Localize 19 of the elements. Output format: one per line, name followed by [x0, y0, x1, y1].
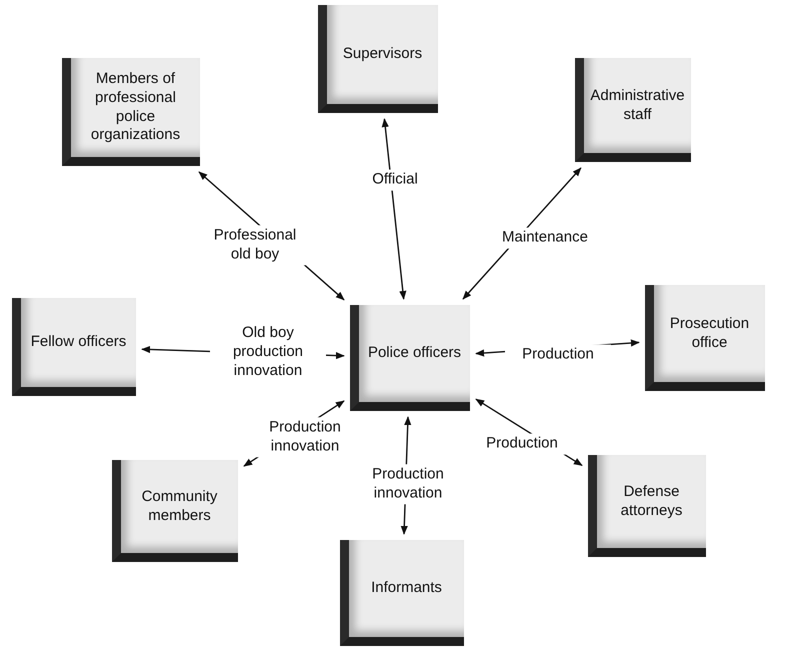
- node-box: [62, 58, 200, 166]
- node-box: [318, 5, 438, 113]
- node-label: Police officers: [368, 344, 462, 363]
- node-label: Prosecution office: [668, 314, 750, 352]
- node-label: Administrative staff: [590, 86, 685, 124]
- connector-arrow: [382, 118, 406, 300]
- node-box: [575, 58, 691, 162]
- node-label: Informants: [371, 579, 442, 598]
- node-box: [12, 298, 136, 396]
- node-label: Defense attorneys: [620, 482, 684, 520]
- node-box: [350, 305, 470, 411]
- node-box: [112, 460, 238, 562]
- node-box: [340, 540, 464, 646]
- node-label: Members of professional police organizations: [90, 70, 182, 145]
- node-box: [588, 455, 706, 557]
- node-label: Fellow officers: [30, 333, 126, 352]
- node-label: Supervisors: [342, 45, 422, 64]
- node-box: [645, 285, 765, 391]
- node-label: Community members: [140, 488, 218, 526]
